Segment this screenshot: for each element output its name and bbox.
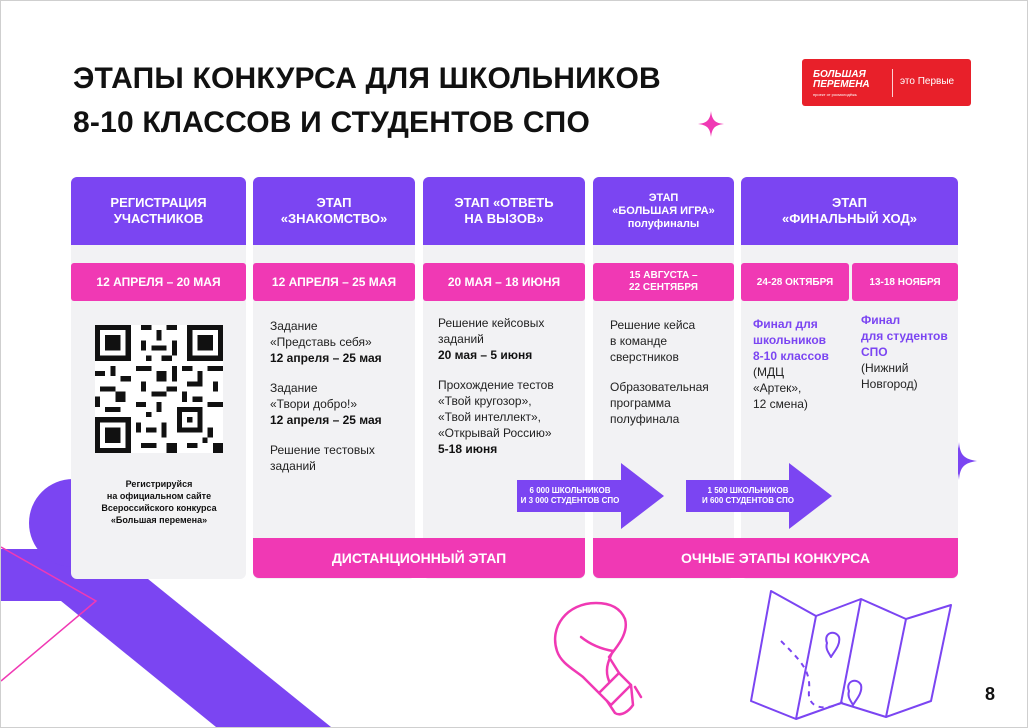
stage-header: ЭТАП «БОЛЬШАЯ ИГРА» полуфиналы bbox=[593, 177, 734, 245]
white-chevron-cut bbox=[1, 601, 216, 727]
final-schoolchildren: Финал для школьников 8-10 классов (МДЦ «… bbox=[753, 317, 829, 411]
stage-card-znakomstvo: ЭТАП «ЗНАКОМСТВО» bbox=[253, 177, 415, 579]
arrow-right-icon bbox=[686, 463, 832, 529]
vyzov-tasks: Решение кейсовых заданий 20 мая – 5 июня… bbox=[438, 316, 554, 456]
pink-outline-shape bbox=[1, 546, 98, 682]
qr-caption: Регистрируйся на официальном сайте Всеро… bbox=[101, 479, 217, 525]
page-title: ЭТАПЫ КОНКУРСА ДЛЯ ШКОЛЬНИКОВ 8-10 КЛАСС… bbox=[73, 57, 773, 145]
pink-sparkle-icon bbox=[698, 111, 724, 137]
remote-stage-bar: ДИСТАНЦИОННЫЙ ЭТАП bbox=[253, 538, 585, 578]
stage-header: ЭТАП «ОТВЕТЬ НА ВЫЗОВ» bbox=[423, 177, 585, 245]
stage-date-students: 13-18 НОЯБРЯ bbox=[852, 263, 958, 301]
logo-tagline: проект от росмолодёжь bbox=[813, 92, 857, 97]
stage-header: ЭТАП «ФИНАЛЬНЫЙ ХОД» bbox=[741, 177, 958, 245]
stage-date: 12 АПРЕЛЯ – 25 МАЯ bbox=[253, 263, 415, 301]
znakomstvo-tasks: Задание «Представь себя» 12 апреля – 25 … bbox=[270, 319, 382, 473]
progression-arrow-1: 6 000 ШКОЛЬНИКОВ И 3 000 СТУДЕНТОВ СПО bbox=[517, 463, 664, 529]
logo-divider bbox=[892, 69, 893, 97]
igra-tasks: Решение кейса в команде сверстников Обра… bbox=[610, 318, 709, 426]
progression-arrow-2: 1 500 ШКОЛЬНИКОВ И 600 СТУДЕНТОВ СПО bbox=[686, 463, 832, 529]
stage-header: РЕГИСТРАЦИЯ УЧАСТНИКОВ bbox=[71, 177, 246, 245]
stage-date: 12 АПРЕЛЯ – 20 МАЯ bbox=[71, 263, 246, 301]
arrow-right-icon bbox=[517, 463, 664, 529]
qr-code-icon[interactable] bbox=[95, 325, 223, 453]
arrow-label: 1 500 ШКОЛЬНИКОВ И 600 СТУДЕНТОВ СПО bbox=[701, 486, 795, 505]
bolshaya-peremena-logo: БОЛЬШАЯ ПЕРЕМЕНА проект от росмолодёжь э… bbox=[802, 59, 971, 106]
final-students: Финал для студентов СПО (Нижний Новгород… bbox=[861, 313, 948, 391]
logo-name: БОЛЬШАЯ ПЕРЕМЕНА bbox=[813, 69, 870, 90]
stage-date: 20 МАЯ – 18 ИЮНЯ bbox=[423, 263, 585, 301]
page-number: 8 bbox=[984, 684, 995, 704]
arrow-label: 6 000 ШКОЛЬНИКОВ И 3 000 СТУДЕНТОВ СПО bbox=[520, 486, 620, 505]
purple-sparkle-icon bbox=[941, 442, 977, 480]
logo-slogan: это Первые bbox=[900, 76, 955, 87]
title-line-1: ЭТАПЫ КОНКУРСА ДЛЯ ШКОЛЬНИКОВ bbox=[73, 62, 661, 95]
offline-stages-bar: ОЧНЫЕ ЭТАПЫ КОНКУРСА bbox=[593, 538, 958, 578]
stage-date: 15 АВГУСТА – 22 СЕНТЯБРЯ bbox=[593, 263, 734, 301]
purple-half-circle bbox=[29, 479, 73, 567]
light-bulb-icon bbox=[553, 601, 643, 716]
map-icon bbox=[750, 590, 952, 720]
stage-header: ЭТАП «ЗНАКОМСТВО» bbox=[253, 177, 415, 245]
title-line-2: 8-10 КЛАССОВ И СТУДЕНТОВ СПО bbox=[73, 106, 590, 139]
stage-date-schoolchildren: 24-28 ОКТЯБРЯ bbox=[741, 263, 849, 301]
